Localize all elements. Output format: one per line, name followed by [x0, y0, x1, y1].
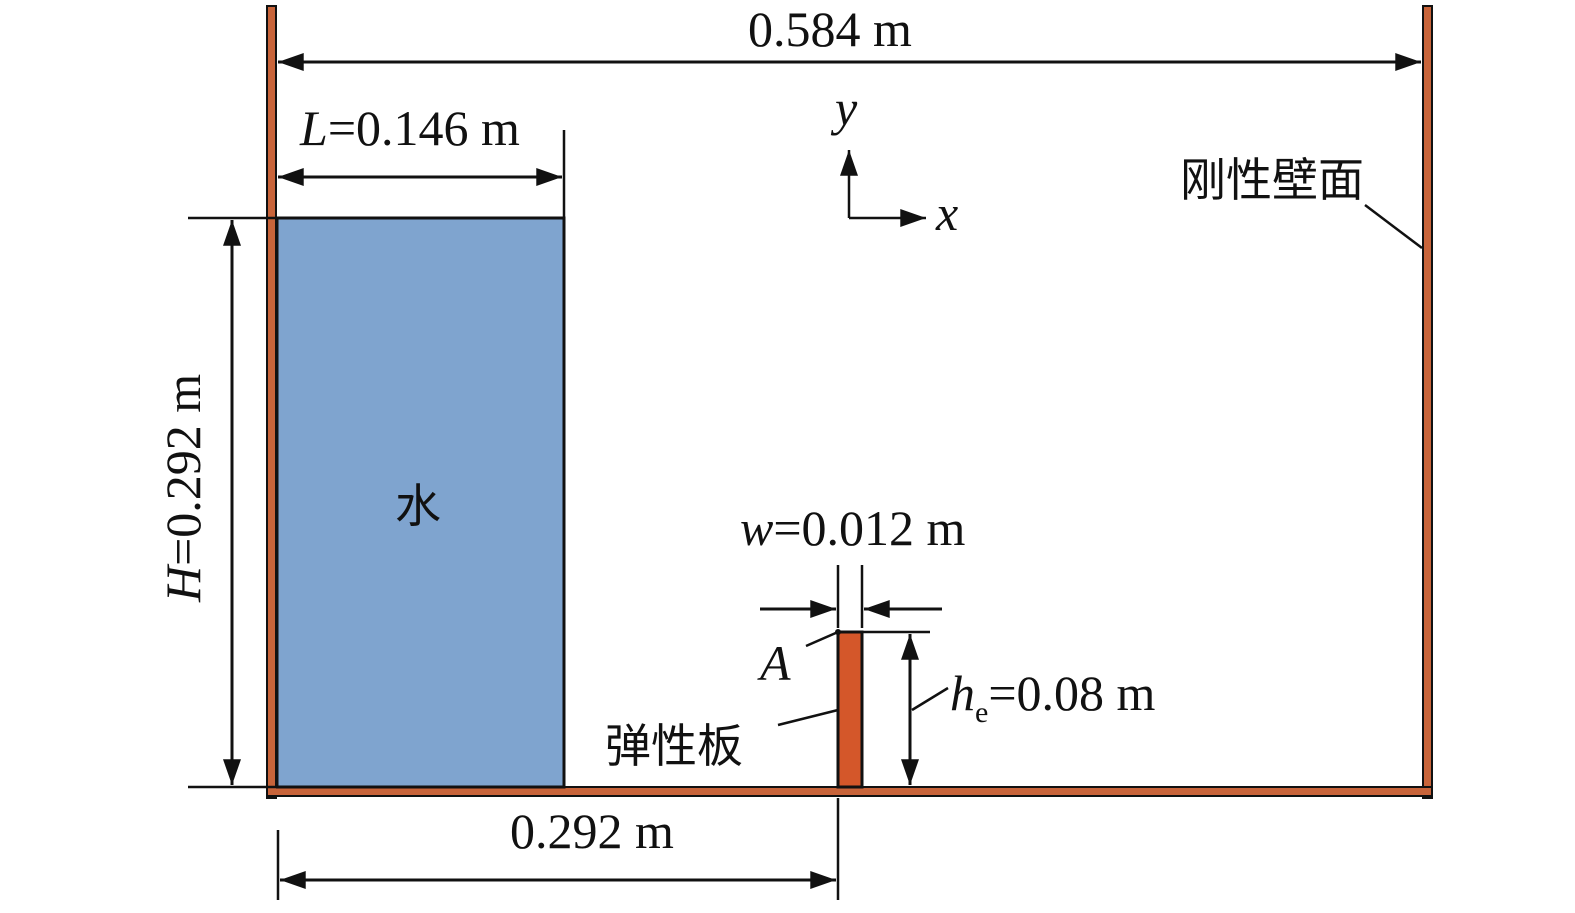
left-wall — [266, 5, 277, 799]
elastic-plate-label: 弹性板 — [605, 719, 743, 773]
point-a-leader — [805, 630, 839, 648]
water-height-symbol: H — [155, 563, 211, 603]
elastic-plate — [836, 630, 864, 789]
water-height-label: H=0.292 m — [155, 374, 211, 603]
rigid-wall-label: 刚性壁面 — [1180, 153, 1364, 207]
x-axis-label: x — [935, 185, 958, 241]
point-a-label: A — [757, 635, 791, 691]
right-wall — [1422, 5, 1433, 799]
plate-height-label: he=0.08 m — [950, 665, 1156, 729]
plate-width-label: w=0.012 m — [740, 500, 966, 556]
water-width-symbol: L — [299, 100, 328, 156]
water-width-value: =0.146 m — [328, 100, 520, 156]
y-axis-label: y — [830, 80, 858, 136]
water-width-label: L=0.146 m — [299, 100, 520, 156]
water-height-value: =0.292 m — [155, 374, 211, 566]
coordinate-axes: y x — [830, 80, 958, 241]
elastic-plate-leader — [777, 708, 839, 727]
water-column — [275, 216, 566, 789]
plate-height-symbol: h — [950, 665, 975, 721]
plate-width-symbol: w — [740, 500, 773, 556]
water-label: 水 — [395, 479, 441, 533]
plate-offset-label: 0.292 m — [510, 803, 674, 859]
total-width-label: 0.584 m — [748, 1, 912, 57]
rigid-wall-leader — [1364, 204, 1423, 249]
plate-height-value: =0.08 m — [988, 665, 1155, 721]
plate-height-subscript: e — [975, 696, 988, 729]
plate-height-leader — [911, 686, 949, 712]
plate-width-value: =0.012 m — [773, 500, 965, 556]
point-a-marker — [835, 629, 841, 635]
